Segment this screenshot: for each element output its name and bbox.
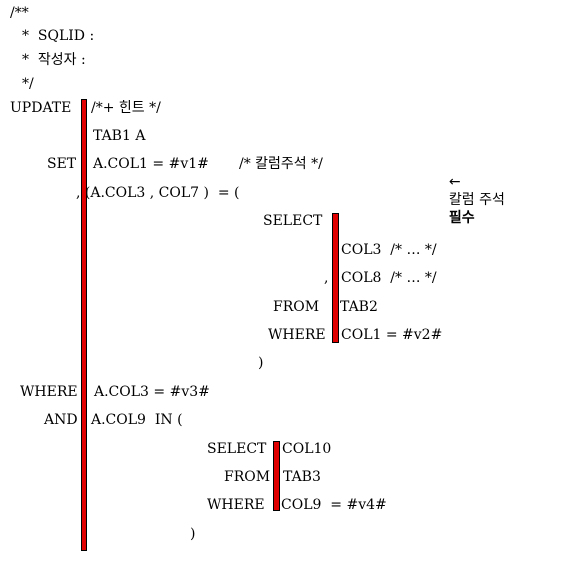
update-table: TAB1 A [93,128,146,144]
subquery1-close: ) [258,355,264,371]
note-required: 필수 [448,210,475,226]
and-keyword: AND [44,412,78,428]
subquery1-comma: , [324,270,329,286]
where-expression: A.COL3 = #v3# [94,384,210,400]
subquery2-where: WHERE [207,497,265,513]
subquery1-where: WHERE [268,327,326,343]
comment-sqlid: * SQLID : [22,28,95,44]
subquery1-col8: COL8 /* … */ [341,270,437,286]
subquery1-where-expr: COL1 = #v2# [341,327,443,343]
set-expression: A.COL1 = #v1# [93,156,209,172]
subquery1-select: SELECT [263,213,323,229]
subquery2-col: COL10 [282,441,332,457]
where-keyword: WHERE [20,384,78,400]
subquery1-indent-bar [332,213,339,343]
column-comment-required-note: ← 칼럼 주석 필수 [440,155,505,226]
set-keyword: SET [47,156,77,172]
and-expression: A.COL9 IN ( [91,412,183,428]
comment-open: /** [10,5,29,21]
subquery2-from-table: TAB3 [283,469,321,485]
subquery1-col3: COL3 /* … */ [341,242,437,258]
subquery2-from: FROM [224,469,271,485]
set-column-comment: /* 칼럼주석 */ [239,156,323,172]
subquery2-indent-bar [273,441,280,511]
subquery2-select: SELECT [207,441,267,457]
update-keyword: UPDATE [10,100,72,116]
comment-close: */ [22,76,34,92]
left-arrow-icon: ← [448,174,461,190]
comment-author: * 작성자 : [22,52,86,68]
subquery2-close: ) [190,526,196,542]
subquery1-from: FROM [273,299,320,315]
tuple-assignment: , (A.COL3 , COL7 ) = ( [76,185,240,201]
subquery1-from-table: TAB2 [340,299,378,315]
hint-comment: /*+ 힌트 */ [91,100,161,116]
note-text: 칼럼 주석 [448,192,505,208]
subquery2-where-expr: COL9 = #v4# [281,497,387,513]
main-indent-bar [81,99,87,551]
